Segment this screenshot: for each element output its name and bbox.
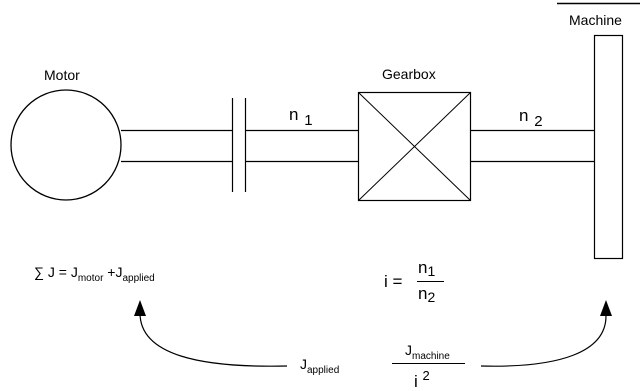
ratio-den-subscript: 2 [427, 289, 436, 305]
inertia-sum-formula: ∑ J = Jmotor +Japplied [34, 264, 155, 284]
applied-label-subscript: applied [307, 365, 340, 376]
inertia-sum-plus: +J [103, 264, 123, 280]
gearbox-cross-2 [358, 92, 471, 201]
applied-subscript: applied [122, 273, 155, 284]
ratio-lhs: i = [384, 272, 403, 291]
machine-box [593, 34, 624, 260]
ratio-num-base: n [418, 258, 428, 277]
reflected-den-exponent: 2 [422, 368, 430, 383]
right-arrowhead [600, 300, 612, 316]
left-arrowhead [134, 300, 146, 316]
right-curved-arrow [480, 315, 607, 367]
machine-label: Machine [569, 12, 622, 28]
gearbox-label: Gearbox [382, 66, 436, 82]
reflected-den-base: i [414, 372, 418, 391]
n2-base: n [519, 106, 529, 125]
n2-subscript: 2 [534, 113, 543, 130]
ratio-num-subscript: 1 [427, 263, 436, 279]
n2-label: n 2 [519, 106, 543, 129]
reflected-num-base: J [405, 342, 412, 358]
applied-base: J [300, 356, 307, 372]
reflected-denominator: i 2 [414, 369, 430, 391]
n1-label: n 1 [289, 105, 313, 128]
inertia-sum-prefix: J = J [47, 264, 78, 280]
n1-subscript: 1 [304, 112, 313, 129]
reflected-numerator: Jmachine [405, 342, 450, 362]
sigma-symbol: ∑ [34, 264, 44, 280]
motor-label: Motor [44, 67, 80, 83]
motor-circle [10, 89, 122, 201]
applied-inertia-label: Japplied [300, 356, 339, 376]
ratio-den-base: n [418, 284, 428, 303]
ratio-numerator: n1 [418, 258, 436, 279]
machine-subscript: machine [412, 351, 450, 362]
left-curved-arrow [139, 312, 288, 367]
n1-base: n [289, 105, 299, 124]
ratio-denominator: n2 [418, 284, 436, 305]
motor-subscript: motor [77, 273, 104, 284]
